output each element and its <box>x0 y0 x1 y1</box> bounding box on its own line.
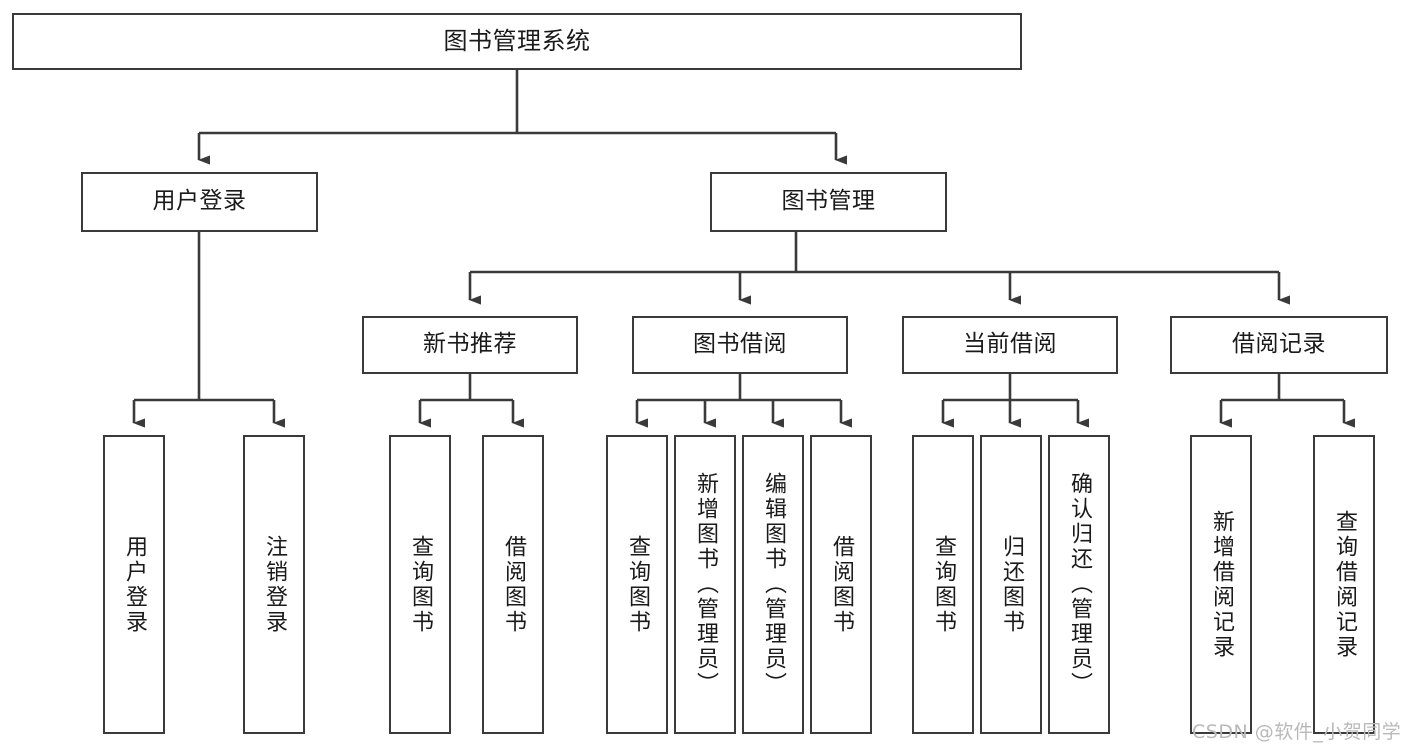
node-label: 新书推荐 <box>423 331 517 358</box>
node-label: 借阅记录 <box>1232 331 1326 358</box>
node-book-borrow[interactable]: 图书借阅 <box>632 316 848 374</box>
node-label: 编辑图书（管理员） <box>761 472 786 697</box>
leaf-book-borrow-add-book-admin[interactable]: 新增图书（管理员） <box>674 435 736 734</box>
leaf-borrow-record-add-record[interactable]: 新增借阅记录 <box>1190 435 1252 734</box>
node-book-management[interactable]: 图书管理 <box>710 172 947 232</box>
node-root-book-management-system[interactable]: 图书管理系统 <box>12 13 1022 70</box>
node-new-book-recommend[interactable]: 新书推荐 <box>362 316 578 374</box>
node-user-login[interactable]: 用户登录 <box>81 172 318 232</box>
node-label: 借阅图书 <box>829 534 854 635</box>
node-label: 确认归还（管理员） <box>1067 472 1092 697</box>
node-borrow-record[interactable]: 借阅记录 <box>1170 316 1388 374</box>
node-label: 新增借阅记录 <box>1209 509 1234 660</box>
leaf-book-borrow-query-book[interactable]: 查询图书 <box>606 435 668 734</box>
node-label: 图书管理 <box>781 188 876 215</box>
node-label: 借阅图书 <box>501 534 526 635</box>
leaf-borrow-record-query-record[interactable]: 查询借阅记录 <box>1313 435 1375 734</box>
leaf-current-borrow-confirm-return-admin[interactable]: 确认归还（管理员） <box>1048 435 1110 734</box>
node-label: 新增图书（管理员） <box>693 472 718 697</box>
node-label: 查询图书 <box>408 534 433 635</box>
node-label: 用户登录 <box>152 188 247 215</box>
leaf-user-login-logout[interactable]: 注销登录 <box>243 435 305 734</box>
leaf-user-login-login[interactable]: 用户登录 <box>103 435 165 734</box>
csdn-watermark: CSDN @软件_小贺同学 <box>1192 721 1402 743</box>
leaf-book-borrow-edit-book-admin[interactable]: 编辑图书（管理员） <box>742 435 804 734</box>
leaf-new-book-query-book[interactable]: 查询图书 <box>389 435 451 734</box>
leaf-current-borrow-return-book[interactable]: 归还图书 <box>980 435 1042 734</box>
leaf-book-borrow-borrow-book[interactable]: 借阅图书 <box>810 435 872 734</box>
node-label: 用户登录 <box>122 534 147 635</box>
node-label: 查询图书 <box>625 534 650 635</box>
node-label: 当前借阅 <box>963 331 1057 358</box>
node-label: 图书管理系统 <box>443 27 591 56</box>
node-label: 注销登录 <box>262 534 287 635</box>
leaf-new-book-borrow-book[interactable]: 借阅图书 <box>482 435 544 734</box>
node-label: 查询借阅记录 <box>1332 509 1357 660</box>
node-label: 图书借阅 <box>693 331 787 358</box>
leaf-current-borrow-query-book[interactable]: 查询图书 <box>912 435 974 734</box>
node-label: 归还图书 <box>999 534 1024 635</box>
node-label: 查询图书 <box>931 534 956 635</box>
node-current-borrow[interactable]: 当前借阅 <box>902 316 1118 374</box>
